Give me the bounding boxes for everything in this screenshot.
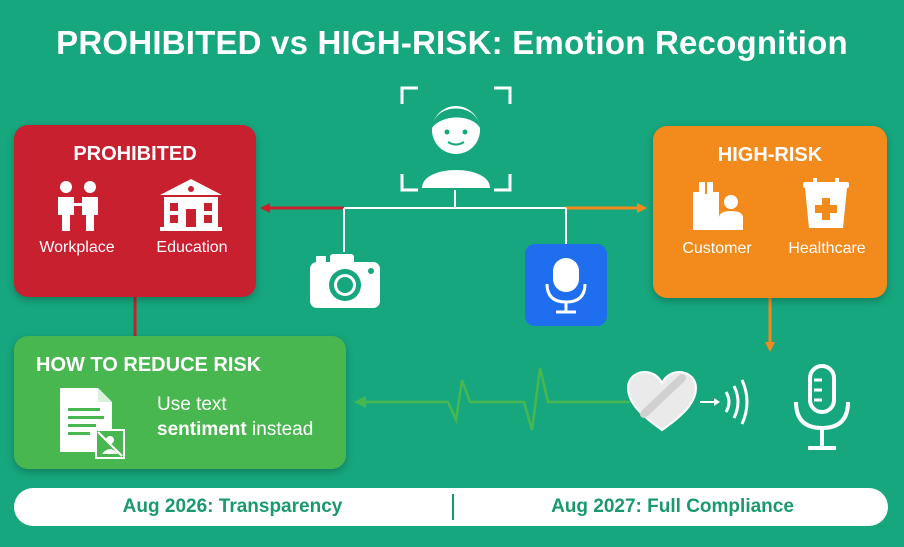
document-icon <box>60 388 125 459</box>
prohibited-title: PROHIBITED <box>73 143 197 165</box>
camera-icon <box>310 254 380 308</box>
people-icon <box>58 181 98 231</box>
microphone-button <box>525 244 607 326</box>
page-title: PROHIBITED vs HIGH-RISK: Emotion Recogni… <box>56 24 848 61</box>
heart-icon <box>626 370 698 432</box>
reduce-risk-title: HOW TO REDUCE RISK <box>36 354 262 376</box>
reduce-risk-rest: instead <box>246 419 314 440</box>
high-risk-item-healthcare: Healthcare <box>788 240 866 257</box>
timeline-divider <box>452 494 454 520</box>
prohibited-card: PROHIBITED Workplace Education <box>14 125 256 297</box>
reduce-risk-line1: Use text <box>157 394 227 415</box>
reduce-risk-card: HOW TO REDUCE RISK Use text sentiment in… <box>14 336 346 469</box>
reduce-risk-bold: sentiment <box>157 419 247 440</box>
sound-wave-icon <box>700 379 749 425</box>
high-risk-item-customer: Customer <box>682 240 752 257</box>
high-risk-title: HIGH-RISK <box>717 144 823 166</box>
school-building-icon <box>160 179 222 231</box>
microphone-outline-icon <box>794 364 850 450</box>
prohibited-item-education: Education <box>156 239 228 256</box>
timeline-bar: Aug 2026: Transparency Aug 2027: Full Co… <box>14 488 888 526</box>
microphone-icon <box>545 258 587 314</box>
medical-bag-icon <box>803 178 849 228</box>
timeline-2027: Aug 2027: Full Compliance <box>551 496 794 517</box>
face-scan-icon <box>400 86 512 192</box>
high-risk-card: HIGH-RISK Customer Healthcare <box>653 126 887 298</box>
reduce-risk-line2: sentiment instead <box>157 419 313 441</box>
customer-service-icon <box>693 182 743 230</box>
prohibited-item-workplace: Workplace <box>39 239 115 256</box>
timeline-2026: Aug 2026: Transparency <box>122 496 343 517</box>
